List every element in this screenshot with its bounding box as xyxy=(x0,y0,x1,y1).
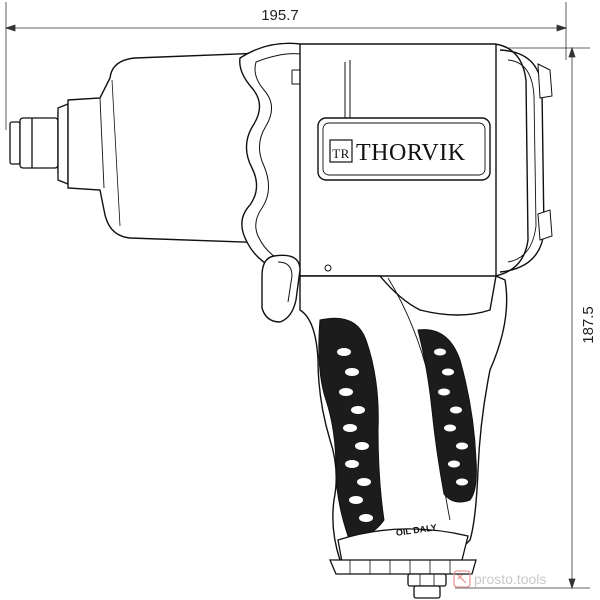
grip-rubber-front xyxy=(318,317,385,538)
handle-base xyxy=(329,528,477,575)
watermark: prosto.tools xyxy=(453,570,546,588)
wrench-badge-icon xyxy=(453,570,471,588)
grip-rubber-rear xyxy=(417,329,477,503)
brand-logo-plate: TR THORVIK xyxy=(317,117,491,181)
brand-emblem-text: TR xyxy=(332,146,350,161)
height-dimension xyxy=(455,46,590,590)
brand-emblem-icon xyxy=(329,139,353,163)
brand-name: THORVIK xyxy=(356,140,466,166)
length-dimension-label: 195.7 xyxy=(261,7,299,24)
air-inlet-fitting xyxy=(407,573,447,599)
trigger xyxy=(261,254,301,323)
length-dimension xyxy=(4,2,568,130)
watermark-text: prosto.tools xyxy=(474,571,546,587)
square-drive-anvil xyxy=(9,103,69,185)
height-dimension-label: 187.5 xyxy=(580,306,597,344)
